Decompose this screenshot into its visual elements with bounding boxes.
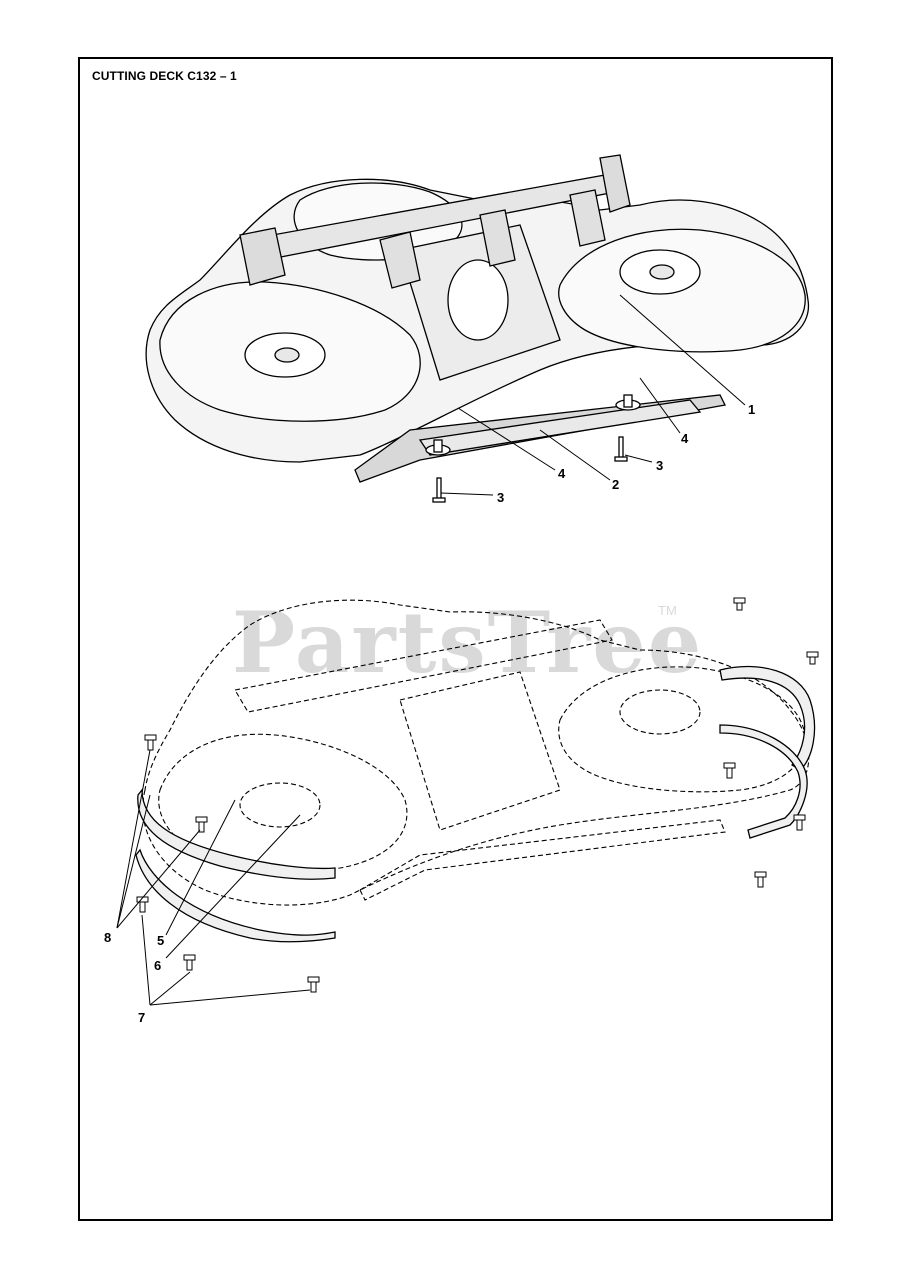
leader-lines-top (440, 294, 746, 496)
bolt (436, 477, 442, 501)
screw (806, 651, 819, 665)
front-bumper (137, 788, 336, 880)
callouts-bottom: 8 5 6 7 (104, 930, 164, 1025)
lift-tube-end-right (599, 154, 631, 213)
blade-guard-strip (135, 848, 336, 943)
screw (723, 762, 736, 779)
screw (144, 734, 157, 751)
stud (623, 394, 633, 408)
callout-label: 1 (748, 402, 755, 417)
callout-label: 4 (558, 466, 566, 481)
screws (136, 597, 819, 993)
phantom-deck-shell (142, 599, 810, 906)
right-bumper (719, 665, 816, 771)
callout-label: 3 (656, 458, 663, 473)
screw (754, 871, 767, 888)
screw (307, 976, 320, 993)
deck-assembly-bottom (142, 599, 810, 906)
callouts-top: 1 4 3 4 2 3 (497, 402, 755, 505)
phantom-left-spindle (239, 782, 321, 828)
lift-tube-end-left (239, 227, 286, 286)
phantom-right-spindle (619, 689, 701, 735)
leader-lines-bottom (116, 749, 311, 1006)
phantom-center-frame (399, 671, 561, 831)
lift-bracket (479, 209, 516, 267)
callout-label: 7 (138, 1010, 145, 1025)
screw (136, 896, 149, 913)
callout-label: 6 (154, 958, 161, 973)
left-spindle-hub (274, 347, 300, 363)
page-title: CUTTING DECK C132 – 1 (92, 69, 237, 83)
screw (793, 814, 806, 831)
callout-label: 3 (497, 490, 504, 505)
bumper-parts (135, 665, 816, 943)
callout-label: 2 (612, 477, 619, 492)
phantom-side-baffle (359, 819, 726, 901)
deck-assembly-top (145, 154, 810, 503)
bolt-head (432, 497, 446, 503)
bolt (618, 436, 624, 460)
screw (183, 954, 196, 971)
callout-label: 5 (157, 933, 164, 948)
lift-bracket (379, 231, 421, 289)
phantom-lift-tube (234, 619, 613, 713)
right-guard-strip (719, 724, 808, 839)
screw (733, 597, 746, 611)
center-opening (447, 259, 509, 341)
bolt-head (614, 456, 628, 462)
watermark-trademark: TM (658, 603, 677, 618)
right-spindle-hub (649, 264, 675, 280)
screw (195, 816, 208, 833)
callout-label: 4 (681, 431, 689, 446)
callout-label: 8 (104, 930, 111, 945)
stud (433, 439, 443, 453)
lift-bracket (569, 189, 606, 247)
